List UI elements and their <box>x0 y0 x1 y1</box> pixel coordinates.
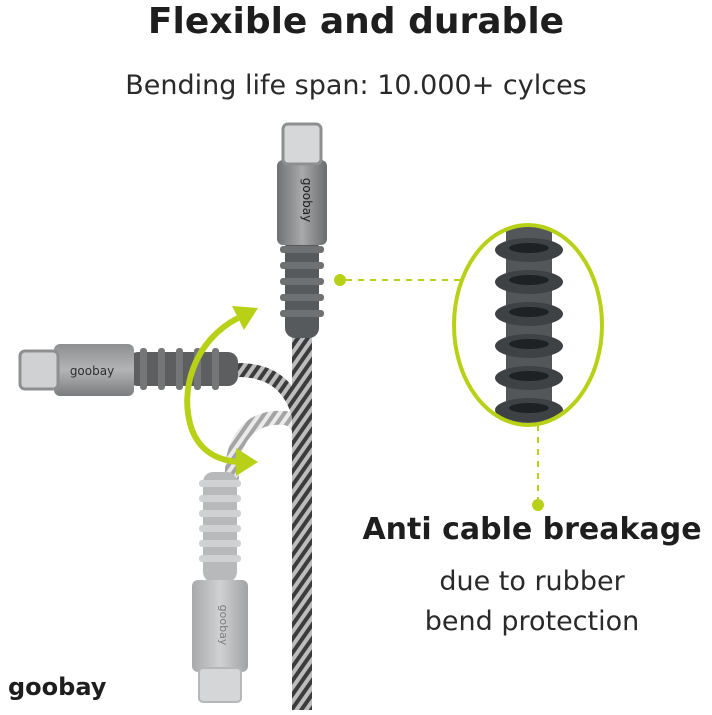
connector-brand-vertical: goobay <box>300 178 314 222</box>
brand-logo-text: goobay <box>8 673 107 701</box>
zoomed-rubber-boot <box>454 225 602 425</box>
connector-brand-horizontal: goobay <box>70 364 114 378</box>
bent-cable-faded: goobay <box>192 410 312 703</box>
rubber-boot-horizontal <box>128 348 238 390</box>
vertical-cable: goobay <box>277 122 327 710</box>
callout-line-1: due to rubber <box>439 566 625 597</box>
rubber-boot-faded <box>199 472 241 582</box>
callout-line-2: bend protection <box>424 606 640 637</box>
zoom-callout <box>334 223 604 511</box>
horizontal-cable: goobay <box>18 344 307 422</box>
callout-description: due to rubber bend protection <box>372 562 692 642</box>
bending-lifespan-text: Bending life span: 10.000+ cylces <box>125 70 587 101</box>
page-title: Flexible and durable <box>147 1 565 42</box>
bend-arrow-icon <box>184 306 258 476</box>
callout-title: Anti cable breakage <box>362 512 702 547</box>
connector-brand-faded: goobay <box>217 605 230 646</box>
usb-c-connector-vertical: goobay <box>277 122 327 245</box>
usb-c-connector-horizontal: goobay <box>18 344 134 396</box>
brand-logo: goobay <box>8 673 107 701</box>
rubber-boot-vertical <box>280 238 324 338</box>
usb-c-connector-faded: goobay <box>192 580 248 703</box>
